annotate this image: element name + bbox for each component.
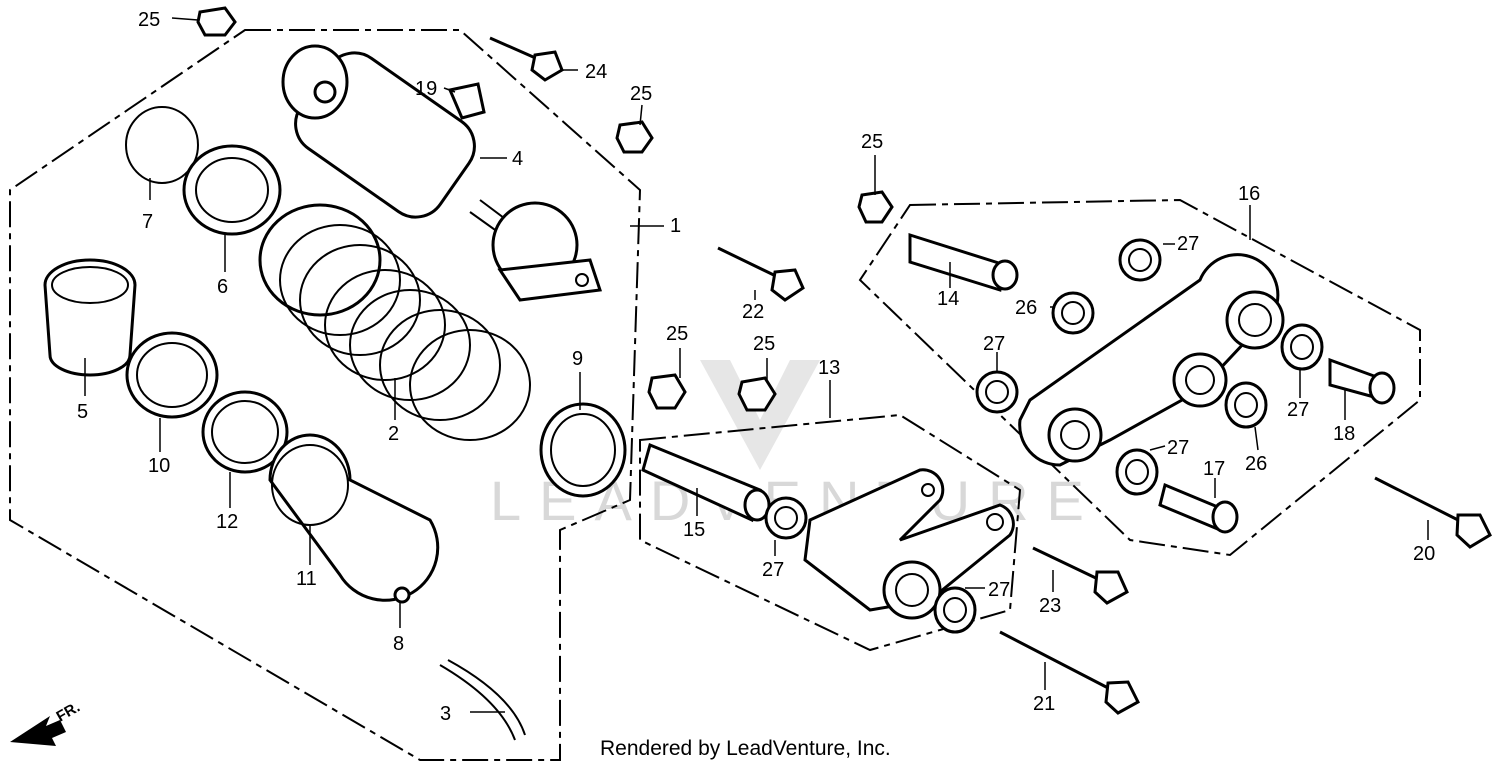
nut-25-center-left[interactable] — [647, 373, 687, 410]
shock-assembly-outline — [9, 29, 642, 761]
callout-14: 14 — [937, 288, 959, 310]
callout-24: 24 — [585, 61, 607, 83]
nut-25-top[interactable] — [196, 6, 237, 37]
callout-23: 23 — [1039, 595, 1061, 617]
callout-27: 27 — [988, 579, 1010, 601]
bolt-22[interactable] — [717, 246, 805, 302]
callout-27: 27 — [1177, 233, 1199, 255]
callout-27: 27 — [983, 333, 1005, 355]
collar-15 — [641, 442, 771, 523]
bolt-21[interactable] — [999, 630, 1140, 715]
callout-21: 21 — [1033, 693, 1055, 715]
callout-3: 3 — [440, 703, 451, 725]
callout-labels: 25 24 19 25 4 1 7 6 5 10 12 11 2 8 3 9 2… — [77, 9, 1435, 725]
callout-19: 19 — [415, 78, 437, 100]
cushion-arm-16[interactable] — [1018, 253, 1285, 467]
stopper-ring — [125, 106, 199, 184]
callout-1: 1 — [670, 215, 681, 237]
callout-20: 20 — [1413, 543, 1435, 565]
leader-lines — [84, 17, 1429, 713]
callout-11: 11 — [296, 568, 317, 590]
arm-assembly-outline — [858, 198, 1421, 557]
callout-5: 5 — [77, 401, 88, 423]
collar-18 — [1328, 357, 1396, 405]
callout-26: 26 — [1015, 297, 1037, 319]
callout-6: 6 — [217, 276, 228, 298]
callout-26: 26 — [1245, 453, 1267, 475]
nut-25-upper-right[interactable] — [615, 120, 654, 154]
spring-seat-collar — [182, 144, 282, 236]
oil-seals — [764, 238, 1324, 634]
coil-spring[interactable] — [258, 203, 531, 441]
bolt-24[interactable] — [489, 36, 564, 82]
footer-credit: Rendered by LeadVenture, Inc. — [600, 737, 891, 760]
callout-27: 27 — [1287, 399, 1309, 421]
collar-17 — [1158, 482, 1239, 534]
collar-14 — [908, 232, 1019, 292]
seat-stopper-ring — [201, 390, 289, 474]
breather-tube — [439, 659, 526, 741]
spring-seat-ring — [125, 331, 219, 419]
callout-27: 27 — [762, 559, 784, 581]
cushion-link-13[interactable] — [803, 468, 1015, 620]
callout-25: 25 — [861, 131, 883, 153]
callout-27: 27 — [1167, 437, 1189, 459]
callout-17: 17 — [1203, 458, 1225, 480]
callout-2: 2 — [388, 423, 399, 445]
dust-seal — [539, 402, 627, 498]
caution-label — [447, 82, 486, 120]
callout-25: 25 — [138, 9, 160, 31]
callout-8: 8 — [393, 633, 404, 655]
callout-4: 4 — [512, 148, 523, 170]
callout-13: 13 — [818, 357, 840, 379]
callout-25: 25 — [630, 83, 652, 105]
callout-16: 16 — [1238, 183, 1260, 205]
nut-25-arm[interactable] — [857, 190, 894, 224]
callout-9: 9 — [572, 348, 583, 370]
nut-25-center-right[interactable] — [737, 376, 777, 412]
callout-22: 22 — [742, 301, 764, 323]
front-direction-arrow: FR. — [10, 699, 83, 746]
callout-7: 7 — [142, 211, 153, 233]
callout-18: 18 — [1333, 423, 1355, 445]
bolt-20[interactable] — [1374, 476, 1492, 549]
callout-15: 15 — [683, 519, 705, 541]
shock-absorber-body[interactable] — [281, 41, 603, 302]
callout-10: 10 — [148, 455, 170, 477]
callout-25: 25 — [666, 323, 688, 345]
callout-12: 12 — [216, 511, 238, 533]
valve-cap — [393, 586, 411, 604]
needle-bearing — [43, 258, 137, 377]
bolt-23[interactable] — [1032, 546, 1129, 605]
callout-25: 25 — [753, 333, 775, 355]
